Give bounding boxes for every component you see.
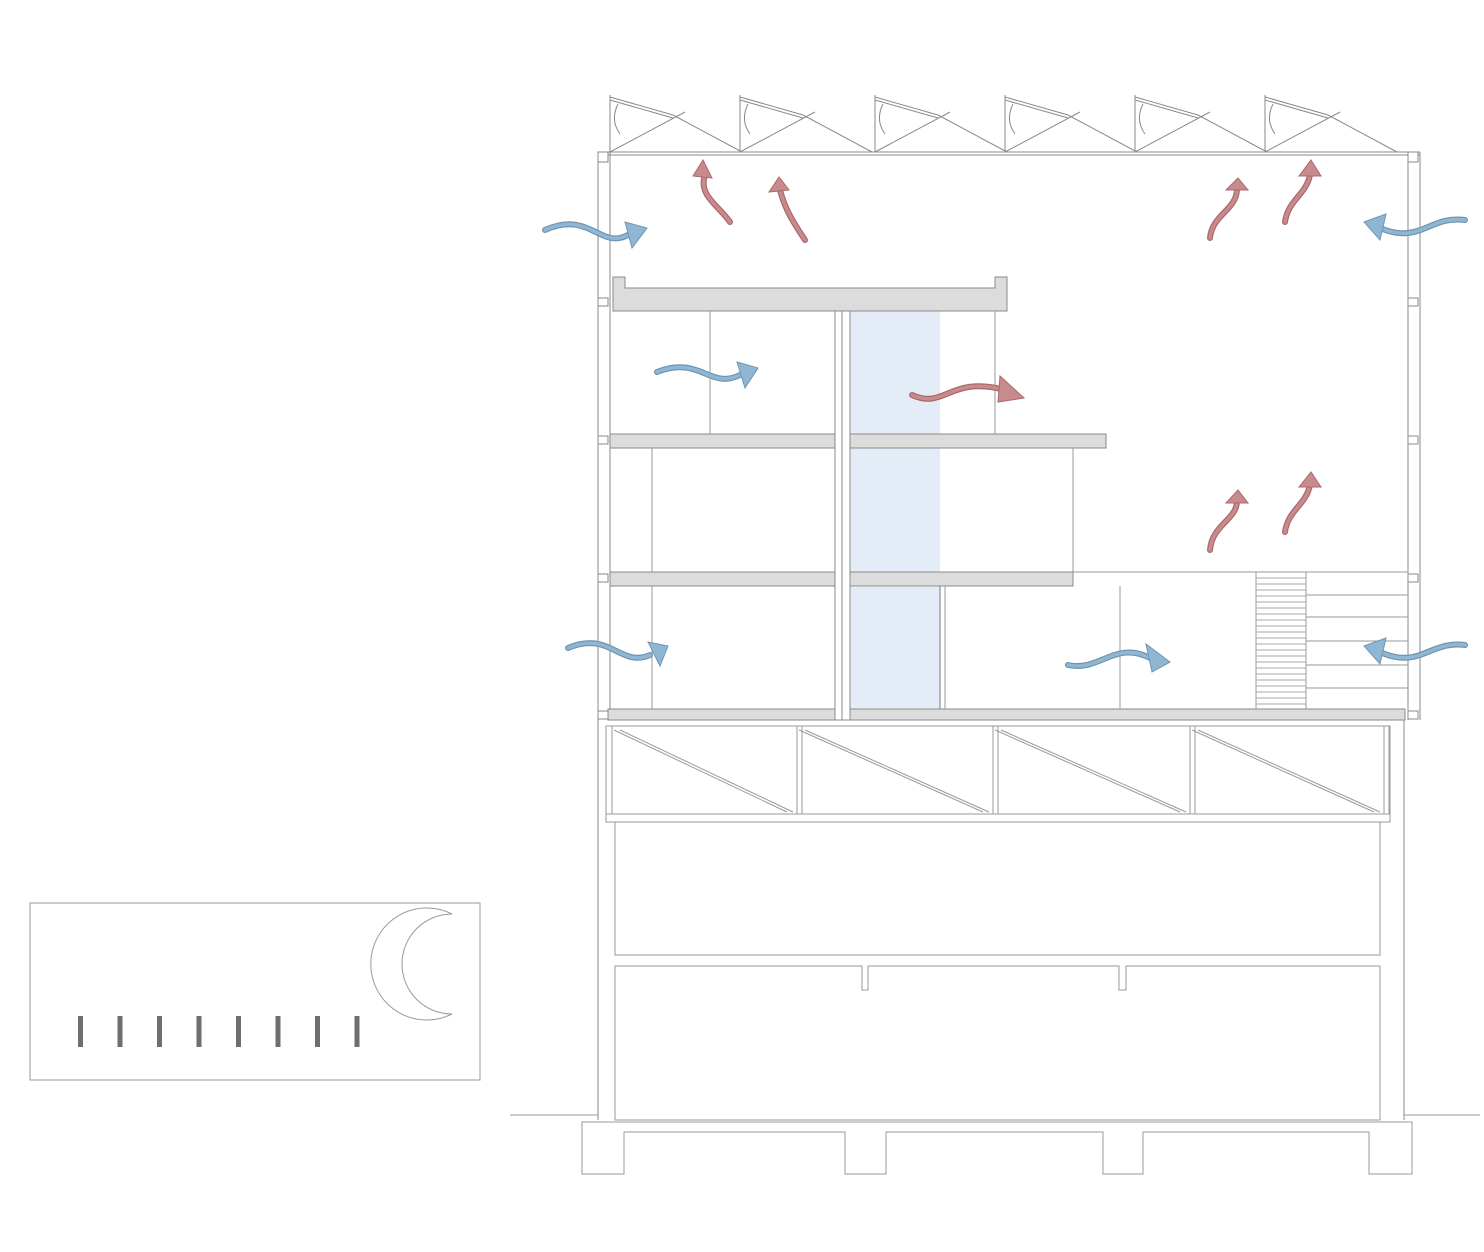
cool-air-inflow xyxy=(542,213,1468,673)
warm-air-arrow xyxy=(909,374,1026,403)
legend-bar xyxy=(275,1016,281,1047)
skylight xyxy=(1264,95,1398,153)
legend-bar xyxy=(315,1016,320,1047)
central-wall xyxy=(834,310,851,721)
stair-treads xyxy=(1256,577,1306,705)
warm-air-outflow xyxy=(692,158,1322,553)
cool-air-arrow xyxy=(1363,637,1468,666)
moon-icon xyxy=(370,907,453,1021)
floor-slabs xyxy=(607,276,1406,721)
warm-air-arrow xyxy=(1282,159,1322,225)
cool-air-arrow xyxy=(1363,213,1468,242)
foundation xyxy=(581,1121,1413,1175)
warm-air-arrow xyxy=(692,158,733,225)
legend-bar xyxy=(78,1016,83,1047)
truss-bay xyxy=(1191,726,1390,814)
skylight xyxy=(609,95,743,153)
cool-air-arrow xyxy=(1065,642,1171,673)
roof-skylights xyxy=(609,95,1398,153)
legend-bar xyxy=(117,1016,123,1047)
cool-air-arrow xyxy=(654,361,759,390)
truss-bays xyxy=(613,726,1390,814)
truss-bay xyxy=(994,726,1196,814)
atrium-shaft xyxy=(850,311,940,709)
night-legend xyxy=(29,902,481,1081)
legend-bar xyxy=(196,1016,202,1047)
cool-air-arrow xyxy=(565,640,669,668)
truss-bay xyxy=(798,726,999,814)
legend-bars xyxy=(78,1016,360,1047)
skylight xyxy=(739,95,873,153)
warm-air-arrow xyxy=(1207,489,1250,553)
skylight xyxy=(874,95,1008,153)
roof xyxy=(598,151,1420,156)
building-envelope xyxy=(597,151,1421,1120)
legend-bar xyxy=(157,1016,162,1047)
warm-air-arrow xyxy=(767,176,808,243)
warm-air-arrow xyxy=(1282,471,1322,535)
cool-air-arrow xyxy=(542,221,648,250)
truss-bay xyxy=(613,726,803,814)
skylight xyxy=(1134,95,1268,153)
warm-air-arrow xyxy=(1207,177,1250,241)
basement xyxy=(614,821,1381,1121)
legend-bar xyxy=(354,1016,360,1047)
skylight xyxy=(1004,95,1138,153)
legend-bar xyxy=(236,1016,241,1047)
